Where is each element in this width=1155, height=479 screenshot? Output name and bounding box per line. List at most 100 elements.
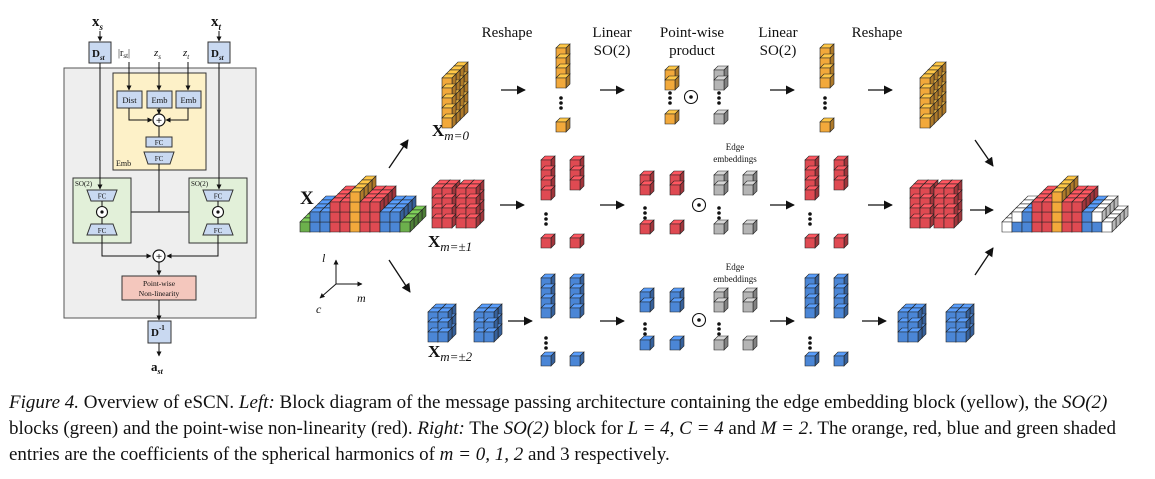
cube-face	[1041, 221, 1053, 233]
ellipsis-dot	[643, 322, 647, 326]
x-m0-label: Xm=0	[432, 121, 469, 143]
cube-face	[833, 355, 845, 367]
cube-face	[441, 117, 453, 129]
ellipsis-dot	[717, 101, 721, 105]
cube-face	[1051, 211, 1063, 223]
cube-face	[369, 201, 381, 213]
cube-face	[540, 189, 552, 201]
cube-face	[1071, 211, 1083, 223]
ellipsis-dot	[544, 346, 548, 350]
header-linear-2-l1: Linear	[758, 25, 797, 41]
ellipsis-dot	[717, 216, 721, 220]
cube-face	[1061, 211, 1073, 223]
z-t-label: zt	[182, 47, 190, 61]
cube-face	[669, 339, 681, 351]
edge-embeddings-label-1b: embeddings	[713, 154, 757, 164]
cube-face	[349, 191, 361, 203]
cube-face	[473, 331, 485, 343]
cube-face	[309, 221, 321, 233]
odot-symbols	[683, 89, 707, 328]
cube-face	[933, 217, 945, 229]
ellipsis-dot	[643, 211, 647, 215]
ellipsis-dot	[717, 91, 721, 95]
edge-embeddings-label-1: Edge	[726, 142, 745, 152]
caption-text-4: The	[464, 418, 504, 439]
cube-face	[639, 184, 651, 196]
cube-face	[1011, 211, 1023, 223]
svg-text:FC: FC	[98, 193, 107, 201]
cube-face	[339, 201, 351, 213]
cube-face	[804, 189, 816, 201]
caption-text-8: . The orange, red, blue and green shaded…	[9, 418, 1116, 465]
svg-text:+: +	[156, 115, 162, 127]
caption-figure-label: Figure 4.	[9, 392, 80, 413]
ellipsis-dot	[717, 332, 721, 336]
cube-face	[1031, 201, 1043, 213]
d-inv-label: D-1	[151, 324, 165, 339]
cube-face	[379, 221, 391, 233]
cube-face	[441, 217, 453, 229]
emb-block-label: Emb	[116, 159, 131, 168]
cube-face	[437, 331, 449, 343]
cube-face	[919, 117, 931, 129]
ellipsis-dot	[559, 106, 563, 110]
ellipsis-dot	[808, 346, 812, 350]
cube-face	[909, 217, 921, 229]
cube-face	[1091, 221, 1103, 233]
caption-left-label: Left:	[238, 392, 275, 413]
cube-face	[339, 211, 351, 223]
cube-face	[319, 211, 331, 223]
ellipsis-dot	[717, 96, 721, 100]
caption-so2-1: SO(2)	[1062, 392, 1108, 413]
cube-face	[669, 301, 681, 313]
svg-text:m: m	[357, 291, 366, 305]
cube-face	[1061, 221, 1073, 233]
header-reshape-1: Reshape	[482, 25, 533, 41]
cube-face	[309, 211, 321, 223]
header-linear-1-l2: SO(2)	[594, 43, 631, 59]
cube-face	[713, 223, 725, 235]
svg-text:FC: FC	[214, 227, 223, 235]
cube-face	[833, 179, 845, 191]
cube-face	[349, 221, 361, 233]
dist-label: Dist	[122, 95, 137, 105]
overview-figure: xs xt Dst Dst |rst| zs zt Emb Dist Emb E…	[63, 14, 1129, 376]
caption-param-l: L = 4	[627, 418, 670, 439]
cube-face	[742, 223, 754, 235]
ellipsis-dot	[668, 91, 672, 95]
cube-face	[569, 307, 581, 319]
cube-face	[455, 217, 467, 229]
cube-face	[1021, 221, 1033, 233]
cube-face	[833, 237, 845, 249]
cube-face	[339, 221, 351, 233]
cube-face	[713, 339, 725, 351]
ellipsis-dot	[643, 332, 647, 336]
cube-face	[713, 113, 725, 125]
cube-face	[319, 221, 331, 233]
cube-face	[399, 221, 411, 233]
ellipsis-dot	[544, 212, 548, 216]
ellipsis-dot	[717, 327, 721, 331]
cube-face	[1071, 201, 1083, 213]
caption-text-1: Overview of eSCN.	[79, 392, 239, 413]
ellipsis-dot	[643, 327, 647, 331]
cube-face	[713, 79, 725, 91]
ellipsis-dot	[823, 101, 827, 105]
ellipsis-dot	[544, 341, 548, 345]
svg-text:l: l	[322, 251, 326, 265]
cube-face	[1031, 221, 1043, 233]
cube-face	[1101, 221, 1113, 233]
ellipsis-dot	[544, 217, 548, 221]
ellipsis-dot	[808, 336, 812, 340]
caption-right-label: Right:	[417, 418, 465, 439]
cube-face	[639, 339, 651, 351]
ellipsis-dot	[823, 96, 827, 100]
cube-face	[1001, 221, 1013, 233]
flow-arrows	[388, 85, 994, 326]
cube-face	[1031, 211, 1043, 223]
x-s-label: xs	[92, 14, 104, 32]
cube-face	[819, 77, 831, 89]
x-m1-label: Xm=±1	[428, 232, 472, 254]
cube-face	[919, 217, 931, 229]
cube-face	[483, 331, 495, 343]
